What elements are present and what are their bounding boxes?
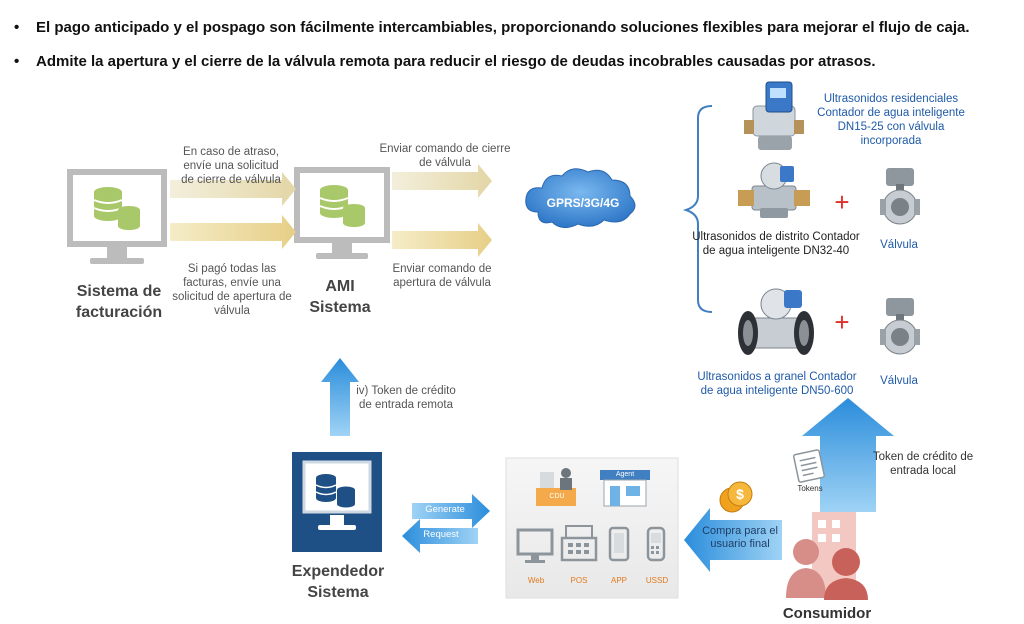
generate-label: Generate	[425, 504, 465, 515]
channel-app-label: APP	[610, 576, 627, 585]
coins-icon: $	[719, 481, 753, 513]
arrow-open-request	[170, 215, 296, 249]
meter-residential-text: Ultrasonidos residenciales Contador de a…	[817, 93, 965, 147]
bulk-meter-icon	[738, 288, 814, 355]
local-token-text: Token de crédito de entrada local	[872, 451, 974, 477]
meters-bracket	[682, 105, 713, 313]
ami-open-command-text: Enviar comando de apertura de válvula	[392, 263, 492, 289]
bullet-dot: •	[14, 19, 20, 36]
arrow-purchase	[684, 508, 782, 572]
plus-icon-2: +	[834, 307, 849, 337]
cdu-label: CDU	[549, 493, 565, 500]
arrow-open-command	[392, 223, 492, 257]
arrow-generate	[412, 494, 490, 528]
valve-1-label: Válvula	[880, 239, 918, 251]
billing-monitor-icon	[67, 169, 167, 264]
residential-meter-icon	[744, 81, 804, 150]
billing-open-request-text: Si pagó todas las facturas, envíe una so…	[172, 263, 292, 317]
bullet-dot: •	[14, 53, 20, 70]
plus-icon-1: +	[834, 187, 849, 217]
agent-label: Agent	[615, 471, 635, 478]
arrow-request	[402, 519, 478, 553]
arrow-local-token	[802, 398, 894, 512]
channel-pos-label: POS	[570, 576, 588, 585]
consumer-title: Consumidor	[782, 605, 872, 622]
valve-icon-1	[880, 168, 920, 225]
billing-system-title: Sistema de facturación	[75, 283, 163, 321]
app-phone-icon	[608, 526, 630, 562]
ussd-phone-icon	[646, 526, 666, 562]
network-label: GPRS/3G/4G	[546, 196, 620, 210]
svg-text:$: $	[736, 486, 744, 502]
district-meter-icon	[738, 162, 810, 218]
valve-2-label: Válvula	[880, 375, 918, 387]
request-label: Request	[423, 529, 459, 540]
channel-ussd-label: USSD	[645, 576, 669, 585]
purchase-text: Compra para el usuario final	[702, 525, 778, 550]
vending-system-title: Expendedor Sistema	[291, 563, 385, 601]
bullet-1-text: El pago anticipado y el pospago son fáci…	[36, 19, 970, 36]
ami-monitor-icon	[294, 167, 390, 259]
channel-web-label: Web	[527, 576, 545, 585]
ami-system-title: AMI Sistema	[309, 278, 371, 316]
meter-bulk-text: Ultrasonidos a granel Contador de agua i…	[697, 371, 857, 397]
agent-shop-icon	[600, 470, 650, 507]
billing-close-request-text: En caso de atraso, envíe una solicitud d…	[181, 146, 281, 186]
web-monitor-icon	[516, 528, 554, 563]
remote-token-text: iv) Token de crédito de entrada remota	[356, 385, 456, 411]
cdu-kiosk-icon	[536, 468, 576, 506]
arrow-close-request	[170, 172, 296, 206]
tokens-label: Tokens	[797, 484, 823, 493]
arrow-close-command	[392, 164, 492, 198]
vending-system-icon	[292, 452, 382, 552]
bullet-2: • Admite la apertura y el cierre de la vá…	[14, 53, 876, 70]
consumer-icon	[786, 512, 868, 600]
meter-district-text: Ultrasonidos de distrito Contador de agu…	[692, 231, 860, 257]
tokens-document-icon	[792, 449, 826, 483]
valve-icon-2	[880, 298, 920, 355]
bullet-1: • El pago anticipado y el pospago son fác…	[14, 19, 970, 36]
ami-close-command-text: Enviar comando de cierre de válvula	[379, 143, 511, 169]
network-cloud-icon	[525, 168, 636, 228]
pos-terminal-icon	[560, 525, 598, 562]
bullet-2-text: Admite la apertura y el cierre de la vál…	[36, 53, 876, 70]
arrow-remote-token	[321, 358, 359, 436]
